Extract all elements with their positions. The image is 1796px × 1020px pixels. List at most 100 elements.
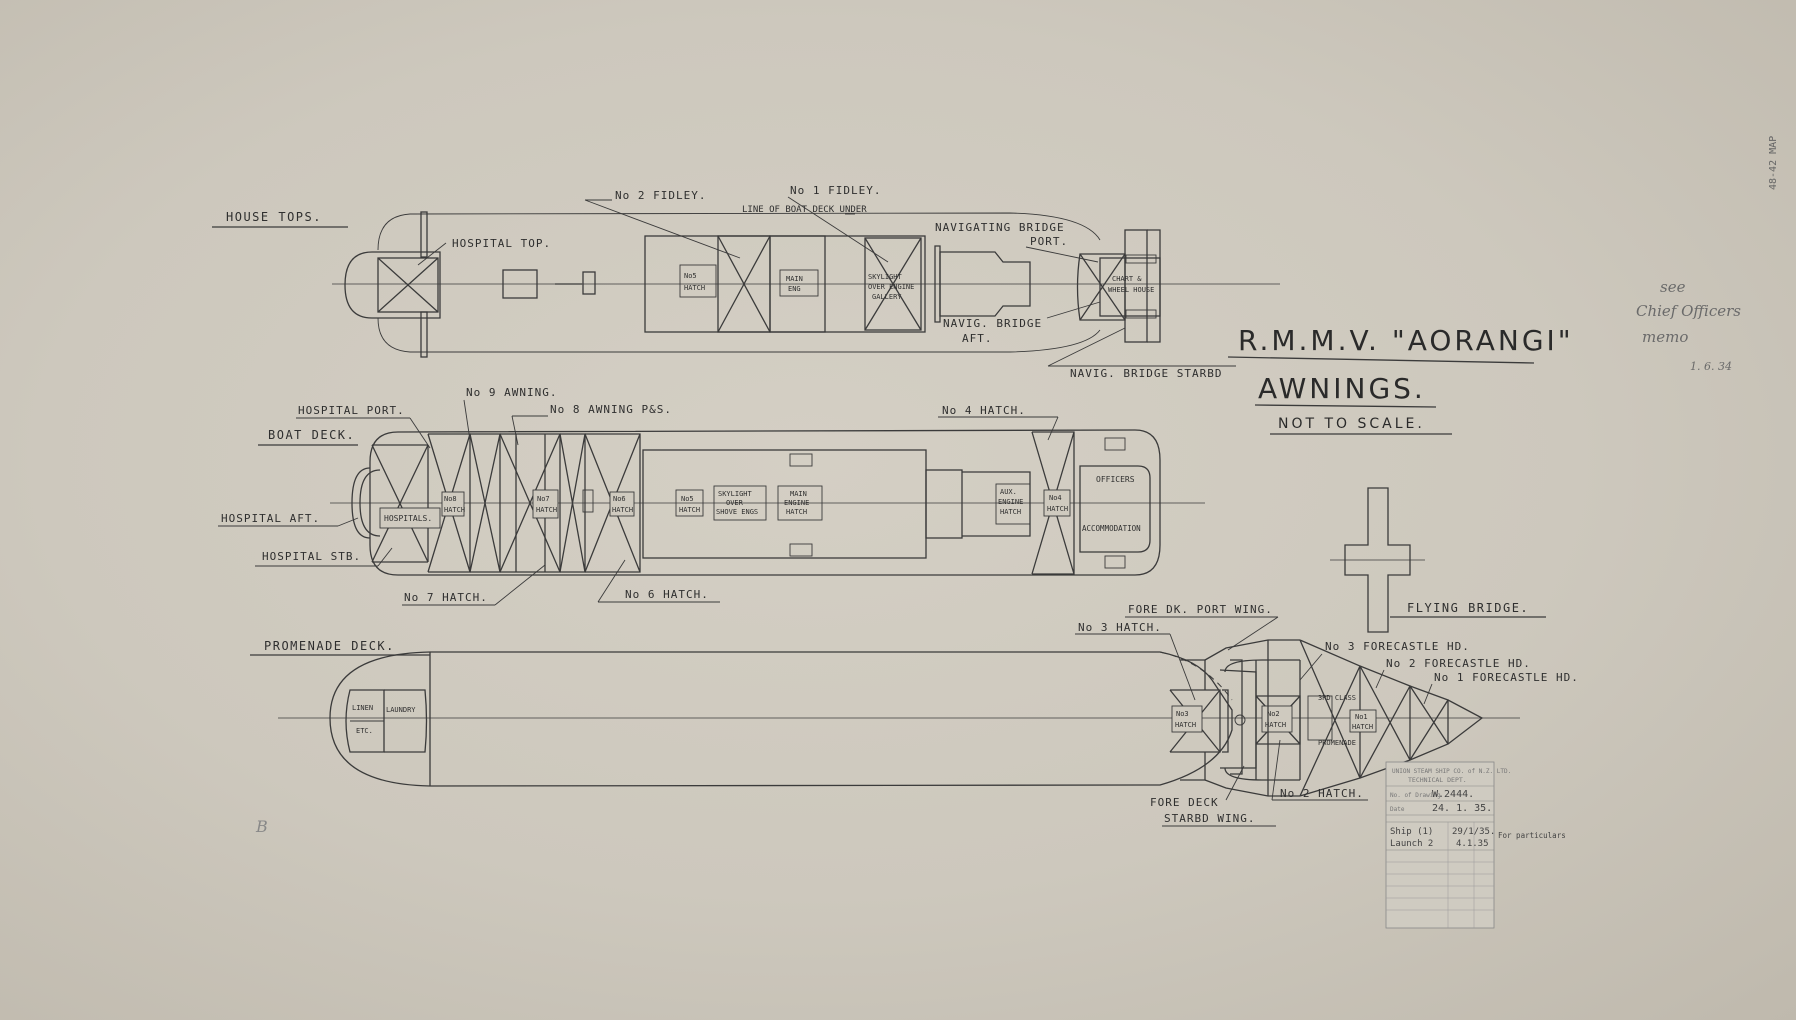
svg-text:OVER: OVER — [726, 499, 744, 507]
svg-text:PORT.: PORT. — [1030, 235, 1068, 248]
svg-text:No1: No1 — [1355, 713, 1368, 721]
hatch7-label: No 7 HATCH. — [404, 591, 488, 604]
svg-text:WHEEL HOUSE: WHEEL HOUSE — [1108, 286, 1154, 294]
svg-text:No5: No5 — [681, 495, 694, 503]
boat-deck-line-label: LINE OF BOAT DECK UNDER — [742, 205, 867, 215]
svg-text:SKYLIGHT: SKYLIGHT — [718, 490, 753, 498]
svg-text:No8: No8 — [444, 495, 457, 503]
svg-text:see: see — [1660, 278, 1686, 296]
boat-deck-plan: BOAT DECK. HOSPITALS. No8 HATCH No7 HATC… — [218, 386, 1205, 606]
drawing-subtitle: AWNINGS. — [1258, 372, 1426, 405]
margin-note: 48-42 MAP — [1768, 136, 1779, 190]
svg-text:OVER ENGINE: OVER ENGINE — [868, 283, 914, 291]
forecastle1-label: No 1 FORECASTLE HD. — [1434, 671, 1579, 684]
svg-text:ENGINE: ENGINE — [784, 499, 809, 507]
svg-text:For particulars: For particulars — [1498, 831, 1566, 840]
fore-dk-port-wing-label: FORE DK. PORT WING. — [1128, 603, 1273, 616]
hatch4-label: No 4 HATCH. — [942, 404, 1026, 417]
svg-text:Chief Officers: Chief Officers — [1636, 302, 1741, 320]
drawing-stamp: UNION STEAM SHIP CO. of N.Z. LTD. TECHNI… — [1385, 761, 1566, 929]
svg-text:No2: No2 — [1267, 710, 1280, 718]
svg-text:MAIN: MAIN — [786, 275, 803, 283]
fidley2-label: No 2 FIDLEY. — [615, 189, 706, 202]
svg-text:HATCH: HATCH — [536, 506, 557, 514]
svg-text:HATCH: HATCH — [1175, 721, 1196, 729]
promenade-deck-plan: PROMENADE DECK. LINEN ETC. LAUNDRY No3 H… — [250, 603, 1579, 827]
svg-text:memo: memo — [1642, 328, 1688, 346]
svg-text:HATCH: HATCH — [1047, 505, 1068, 513]
svg-text:SKYLIGHT: SKYLIGHT — [868, 273, 903, 281]
svg-text:PROMENADE: PROMENADE — [1318, 739, 1356, 747]
svg-text:ENG: ENG — [788, 285, 801, 293]
hospital-top-label: HOSPITAL TOP. — [452, 237, 551, 250]
promenade-hatch3-label: No 3 HATCH. — [1078, 621, 1162, 634]
hospital-aft-label: HOSPITAL AFT. — [221, 512, 320, 525]
nav-bridge-port-label: NAVIGATING BRIDGE — [935, 221, 1065, 234]
svg-text:AFT.: AFT. — [962, 332, 993, 345]
flying-bridge-heading: FLYING BRIDGE. — [1407, 601, 1529, 615]
svg-text:Ship (1): Ship (1) — [1390, 827, 1433, 837]
nav-bridge-aft-label: NAVIG. BRIDGE — [943, 317, 1042, 330]
forecastle2-label: No 2 FORECASTLE HD. — [1386, 657, 1531, 670]
svg-text:ENGINE: ENGINE — [998, 498, 1023, 506]
svg-text:GALLERY: GALLERY — [872, 293, 902, 301]
hatch6-label: No 6 HATCH. — [625, 588, 709, 601]
nav-bridge-starbd-label: NAVIG. BRIDGE STARBD — [1070, 367, 1222, 380]
svg-text:OFFICERS: OFFICERS — [1096, 475, 1135, 484]
svg-text:CHART &: CHART & — [1112, 275, 1142, 283]
fore-deck-label: FORE DECK — [1150, 796, 1219, 809]
svg-text:HATCH: HATCH — [1000, 508, 1021, 516]
hospital-stb-label: HOSPITAL STB. — [262, 550, 361, 563]
awning9-label: No 9 AWNING. — [466, 386, 557, 399]
svg-text:HATCH: HATCH — [679, 506, 700, 514]
boat-deck-heading: BOAT DECK. — [268, 428, 355, 442]
svg-text:UNION STEAM SHIP CO. of N.Z. L: UNION STEAM SHIP CO. of N.Z. LTD. — [1392, 768, 1511, 775]
svg-text:LINEN: LINEN — [352, 704, 373, 712]
svg-text:HATCH: HATCH — [786, 508, 807, 516]
svg-text:HATCH: HATCH — [1352, 723, 1373, 731]
svg-text:MAIN: MAIN — [790, 490, 807, 498]
forecastle3-label: No 3 FORECASTLE HD. — [1325, 640, 1470, 653]
scale-note: NOT TO SCALE. — [1278, 416, 1425, 432]
svg-text:No. of Drawing: No. of Drawing — [1390, 792, 1441, 799]
svg-text:3RD CLASS: 3RD CLASS — [1318, 694, 1356, 702]
svg-text:TECHNICAL DEPT.: TECHNICAL DEPT. — [1408, 776, 1467, 784]
svg-text:HATCH: HATCH — [612, 506, 633, 514]
svg-text:Launch 2: Launch 2 — [1390, 839, 1433, 849]
promenade-deck-heading: PROMENADE DECK. — [264, 639, 395, 653]
flying-bridge-plan: FLYING BRIDGE. — [1330, 487, 1546, 633]
svg-text:29/1/35.: 29/1/35. — [1452, 827, 1495, 837]
svg-text:HATCH: HATCH — [444, 506, 465, 514]
svg-text:Date: Date — [1390, 806, 1405, 813]
svg-text:1. 6. 34: 1. 6. 34 — [1690, 360, 1732, 373]
drawing-title: R.M.M.V. "AORANGI" — [1238, 324, 1574, 357]
promenade-hatch2-label: No 2 HATCH. — [1280, 787, 1364, 800]
svg-text:No6: No6 — [613, 495, 626, 503]
svg-text:HATCH: HATCH — [1265, 721, 1286, 729]
svg-text:AUX.: AUX. — [1000, 488, 1017, 496]
drawing-number: W.2444. — [1432, 789, 1474, 800]
svg-text:SHOVE ENGS: SHOVE ENGS — [716, 508, 758, 516]
sheet-letter: B — [255, 817, 268, 836]
svg-text:ACCOMMODATION: ACCOMMODATION — [1082, 524, 1141, 533]
house-tops-plan: HOUSE TOPS. No5 HATCH MAIN ENG SKYLIGHT — [212, 184, 1280, 380]
svg-text:HATCH: HATCH — [684, 284, 705, 292]
svg-text:STARBD WING.: STARBD WING. — [1164, 812, 1255, 825]
svg-text:No3: No3 — [1176, 710, 1189, 718]
fidley1-label: No 1 FIDLEY. — [790, 184, 881, 197]
svg-text:HOSPITALS.: HOSPITALS. — [384, 514, 432, 523]
svg-text:4.1.35: 4.1.35 — [1456, 839, 1489, 849]
svg-text:No5: No5 — [684, 272, 697, 280]
svg-text:No4: No4 — [1049, 494, 1062, 502]
awning8-label: No 8 AWNING P&S. — [550, 403, 672, 416]
svg-text:LAUNDRY: LAUNDRY — [386, 706, 416, 714]
handwritten-note: see Chief Officers memo 1. 6. 34 — [1636, 278, 1741, 373]
svg-text:No7: No7 — [537, 495, 550, 503]
svg-text:ETC.: ETC. — [356, 727, 373, 735]
house-tops-heading: HOUSE TOPS. — [226, 210, 322, 224]
drawing-date: 24. 1. 35. — [1432, 803, 1492, 814]
hospital-port-label: HOSPITAL PORT. — [298, 404, 405, 417]
title-block: R.M.M.V. "AORANGI" AWNINGS. NOT TO SCALE… — [1227, 324, 1574, 435]
